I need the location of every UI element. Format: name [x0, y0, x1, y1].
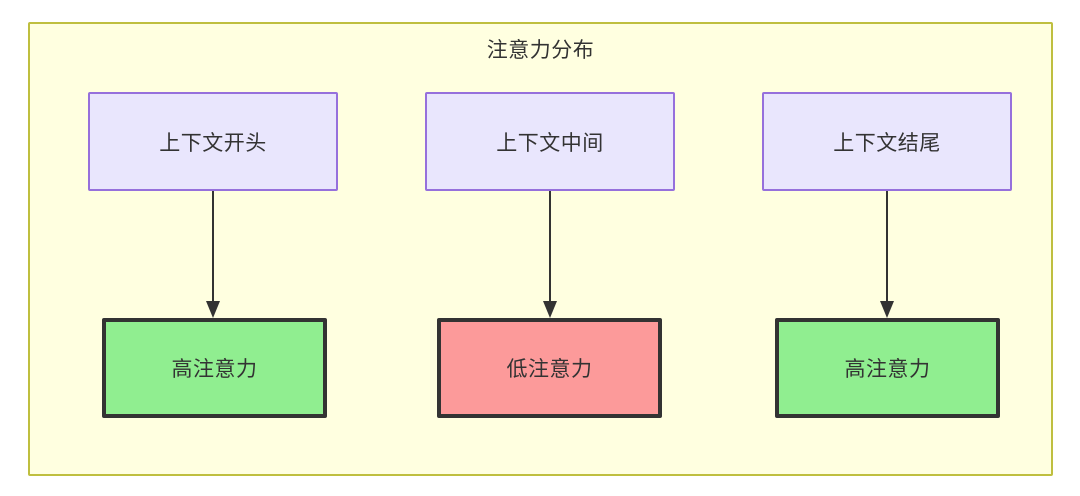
node-context-end[interactable]: 上下文结尾: [762, 92, 1012, 191]
node-attention-high-start-label: 高注意力: [171, 358, 258, 381]
node-context-end-label: 上下文结尾: [833, 131, 941, 155]
node-attention-high-start[interactable]: 高注意力: [102, 318, 327, 418]
edge-context-end-to-high-attention: [880, 191, 894, 319]
diagram-title: 注意力分布: [486, 39, 595, 62]
node-attention-high-end-label: 高注意力: [844, 358, 931, 381]
arrow-down-icon: [880, 191, 894, 318]
arrow-down-icon: [543, 191, 557, 318]
edge-context-middle-to-low-attention: [543, 191, 557, 319]
node-context-start-label: 上下文开头: [159, 131, 267, 155]
node-context-middle-label: 上下文中间: [496, 131, 604, 155]
edge-context-start-to-high-attention: [206, 191, 220, 319]
node-attention-low-middle-label: 低注意力: [506, 358, 593, 381]
node-attention-low-middle[interactable]: 低注意力: [437, 318, 662, 418]
node-attention-high-end[interactable]: 高注意力: [775, 318, 1000, 418]
arrow-down-icon: [206, 191, 220, 318]
node-context-start[interactable]: 上下文开头: [88, 92, 338, 191]
node-context-middle[interactable]: 上下文中间: [425, 92, 675, 191]
